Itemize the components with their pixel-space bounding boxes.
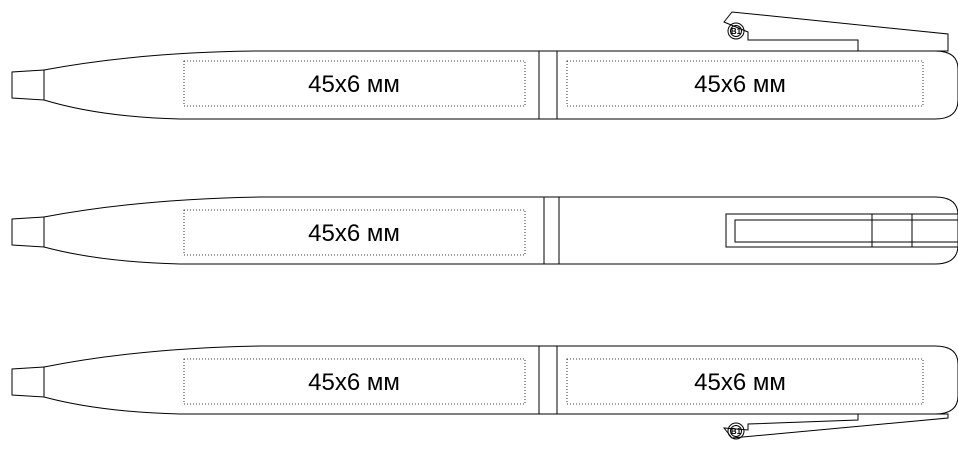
pen-2-clip [725,213,958,248]
pen-3-print-area-1 [183,358,526,405]
pen-1-print-area-2-label: 45x6 мм [694,71,786,98]
pen-1-clip [723,11,949,52]
pen-1-clip-badge-ring [727,22,745,40]
pen-1-clip-badge [730,25,742,37]
pen-3-clip-badge-ring [727,422,745,440]
pen-3-clip-badge [730,425,742,437]
pen-3-print-area-1-label: 45x6 мм [308,369,400,396]
pen-1-tip [11,69,45,101]
pen-3-body [43,345,958,415]
pen-2-tip [11,216,45,248]
pen-2-print-area-1-label: 45x6 мм [308,220,400,247]
pen-1-clip-badge-text: B1 [731,27,742,36]
pen-1-print-area-1-label: 45x6 мм [308,71,400,98]
pen-3: 45x6 мм 45x6 мм B1 [11,345,958,440]
pen-3-tip [11,366,45,398]
pen-1-print-area-1 [183,60,526,107]
pen-2: 45x6 мм [11,196,958,265]
pen-2-print-area-1 [183,209,526,256]
pen-3-print-area-2 [566,358,924,405]
pen-2-body [43,196,958,265]
pen-3-clip-badge-text: B1 [731,427,742,436]
pen-1: 45x6 мм 45x6 мм B1 [11,11,958,120]
pen-1-body [43,50,958,120]
pen-1-print-area-2 [566,60,924,107]
pen-3-clip [722,413,949,439]
pen-3-print-area-2-label: 45x6 мм [694,369,786,396]
